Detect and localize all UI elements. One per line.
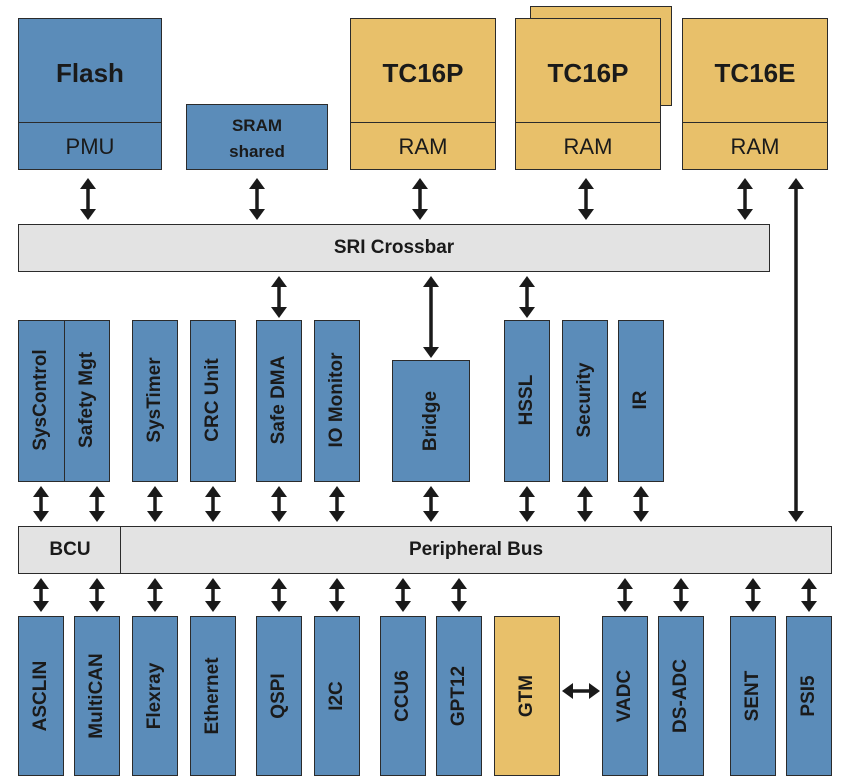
arrow-bus-peripheral-1	[89, 578, 105, 612]
pmu-label: PMU	[65, 134, 115, 159]
arrow-module-bus-4	[271, 486, 287, 522]
arrow-bus-peripheral-8	[617, 578, 633, 612]
module-ir	[618, 320, 664, 482]
arrow-bus-peripheral-3	[205, 578, 221, 612]
module-hssl	[504, 320, 550, 482]
arrow-tc16p1-sri	[412, 178, 428, 220]
arrow-bus-peripheral-2	[147, 578, 163, 612]
module-systimer	[132, 320, 178, 482]
tc16e-divider	[682, 122, 828, 123]
arrow-module-bus-9	[633, 486, 649, 522]
module-ccu6	[380, 616, 426, 776]
arrow-bus-peripheral-9	[673, 578, 689, 612]
module-crc-unit	[190, 320, 236, 482]
arrow-sri-hssl	[519, 276, 535, 318]
arrow-module-bus-2	[147, 486, 163, 522]
arrow-module-bus-6	[423, 486, 439, 522]
module-security	[562, 320, 608, 482]
arrow-module-bus-0	[33, 486, 49, 522]
flash-title: Flash	[56, 57, 124, 88]
arrow-module-bus-8	[577, 486, 593, 522]
module-multican	[74, 616, 120, 776]
module-ds-adc	[658, 616, 704, 776]
module-psi5	[786, 616, 832, 776]
syscontrol-divider	[64, 320, 65, 482]
tc16p-1-divider	[350, 122, 496, 123]
module-ethernet	[190, 616, 236, 776]
flash-divider	[18, 122, 162, 123]
peripheral-bus	[120, 526, 832, 574]
arrow-module-bus-5	[329, 486, 345, 522]
module-io-monitor	[314, 320, 360, 482]
arrow-tc16e-sri	[737, 178, 753, 220]
tc16p-2-block	[515, 18, 661, 170]
arrow-bus-peripheral-4	[271, 578, 287, 612]
arrow-module-bus-3	[205, 486, 221, 522]
arrow-bus-peripheral-5	[329, 578, 345, 612]
arrow-bus-peripheral-7	[451, 578, 467, 612]
bcu-label: BCU	[49, 539, 91, 560]
tc16p-1-title: TC16P	[382, 57, 464, 88]
tc16p-2-title: TC16P	[547, 57, 629, 88]
tc16p-2-ram-label: RAM	[563, 134, 613, 159]
tc16e-ram-label: RAM	[730, 134, 780, 159]
arrow-sri-safedma	[271, 276, 287, 318]
module-flexray	[132, 616, 178, 776]
arrow-gtm-vadc	[562, 683, 600, 699]
module-asclin	[18, 616, 64, 776]
sram-label-line2: shared	[229, 141, 285, 161]
tc16p-1-ram-label: RAM	[398, 134, 448, 159]
arrow-bus-peripheral-6	[395, 578, 411, 612]
tc16p-1-block	[350, 18, 496, 170]
sram-label-line1: SRAM	[231, 115, 283, 135]
module-vadc	[602, 616, 648, 776]
tc16p-2-divider	[515, 122, 661, 123]
module-safe-dma	[256, 320, 302, 482]
tc16e-block	[682, 18, 828, 170]
arrow-bus-peripheral-0	[33, 578, 49, 612]
module-i2c	[314, 616, 360, 776]
module-bridge	[392, 360, 470, 482]
arrow-tc16p2-sri	[578, 178, 594, 220]
arrow-bus-peripheral-10	[745, 578, 761, 612]
peripheral-bus-label: Peripheral Bus	[408, 539, 544, 560]
arrow-bus-peripheral-11	[801, 578, 817, 612]
sri-crossbar-label: SRI Crossbar	[333, 237, 455, 258]
arrow-module-bus-1	[89, 486, 105, 522]
module-sent	[730, 616, 776, 776]
arrow-flash-sri	[80, 178, 96, 220]
arrow-sri-bridge	[423, 276, 439, 358]
sri-crossbar	[18, 224, 770, 272]
arrow-module-bus-7	[519, 486, 535, 522]
sram-shared-block	[186, 104, 328, 170]
module-gpt12	[436, 616, 482, 776]
module-qspi	[256, 616, 302, 776]
flash-block	[18, 18, 162, 170]
bcu	[18, 526, 122, 574]
module-gtm	[494, 616, 560, 776]
tc16e-title: TC16E	[714, 57, 796, 88]
arrow-sram-sri	[249, 178, 265, 220]
arrow-tc16e-peripheral	[788, 178, 804, 522]
